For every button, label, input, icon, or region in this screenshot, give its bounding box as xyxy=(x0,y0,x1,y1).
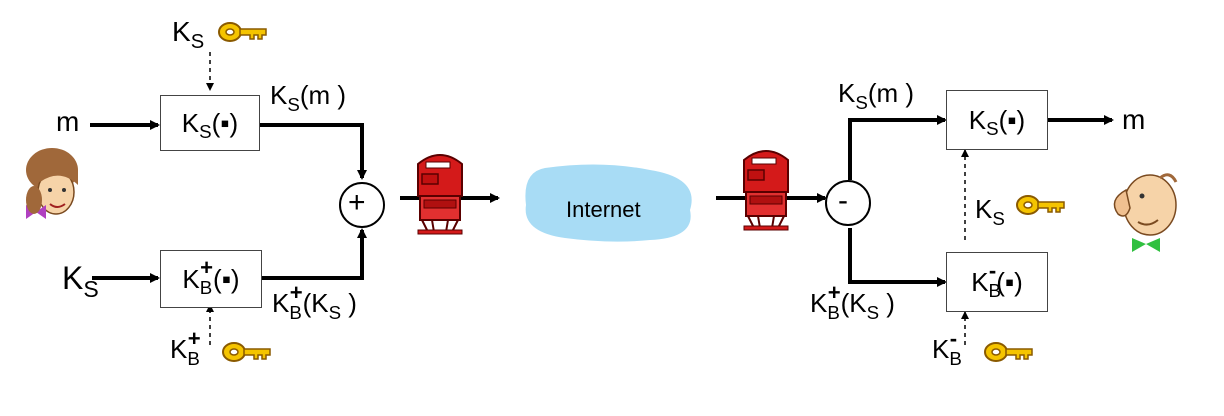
ks-decrypt-box: KS(▪) xyxy=(946,90,1048,150)
message-output-label: m xyxy=(1122,104,1146,135)
key-icon xyxy=(218,22,267,42)
arrow-ksm-to-ks-box xyxy=(848,115,947,180)
kbminus-decrypt-box: KB-(▪) xyxy=(946,252,1048,312)
arrow-ksm-to-plus xyxy=(260,123,367,180)
key-icon xyxy=(222,342,271,362)
split-circle xyxy=(825,180,871,226)
kbks-received-label: KB+(KS ) xyxy=(810,279,895,323)
bob-avatar-icon xyxy=(1113,173,1178,252)
mailbox-icon xyxy=(743,150,789,231)
kbminus-key-label: KB- xyxy=(932,325,962,369)
ks-key-label: KS xyxy=(172,16,205,54)
concat-circle xyxy=(339,182,385,228)
ks-recovered-label: KS xyxy=(975,194,1005,229)
minus-symbol: - xyxy=(838,184,848,217)
arrow-kbks-to-plus xyxy=(262,228,367,280)
alice-avatar-icon xyxy=(26,148,78,219)
box-label: KS(▪) xyxy=(968,104,1026,140)
message-input-label: m xyxy=(56,106,80,137)
kbplus-encrypt-box: KB+(▪) xyxy=(160,250,262,308)
key-icon xyxy=(1016,195,1065,215)
internet-cloud xyxy=(525,164,692,242)
arrow-kbks-to-kbminus-box xyxy=(848,228,947,287)
mailbox-icon xyxy=(417,154,463,235)
key-icon xyxy=(984,342,1033,362)
kbplus-key-label: KB+ xyxy=(170,325,201,369)
internet-label: Internet xyxy=(566,197,641,222)
box-label: KB-(▪) xyxy=(971,258,1023,302)
ks-encrypt-box: KS(▪) xyxy=(160,95,260,151)
kbks-label: KB+(KS ) xyxy=(272,279,357,323)
ksm-label: KS(m ) xyxy=(270,80,347,115)
plus-symbol: + xyxy=(348,186,366,219)
box-label: KS(▪) xyxy=(181,107,239,143)
ksm-received-label: KS(m ) xyxy=(838,78,915,113)
ks-input-label: KS xyxy=(62,260,99,303)
box-label: KB+(▪) xyxy=(182,255,240,299)
